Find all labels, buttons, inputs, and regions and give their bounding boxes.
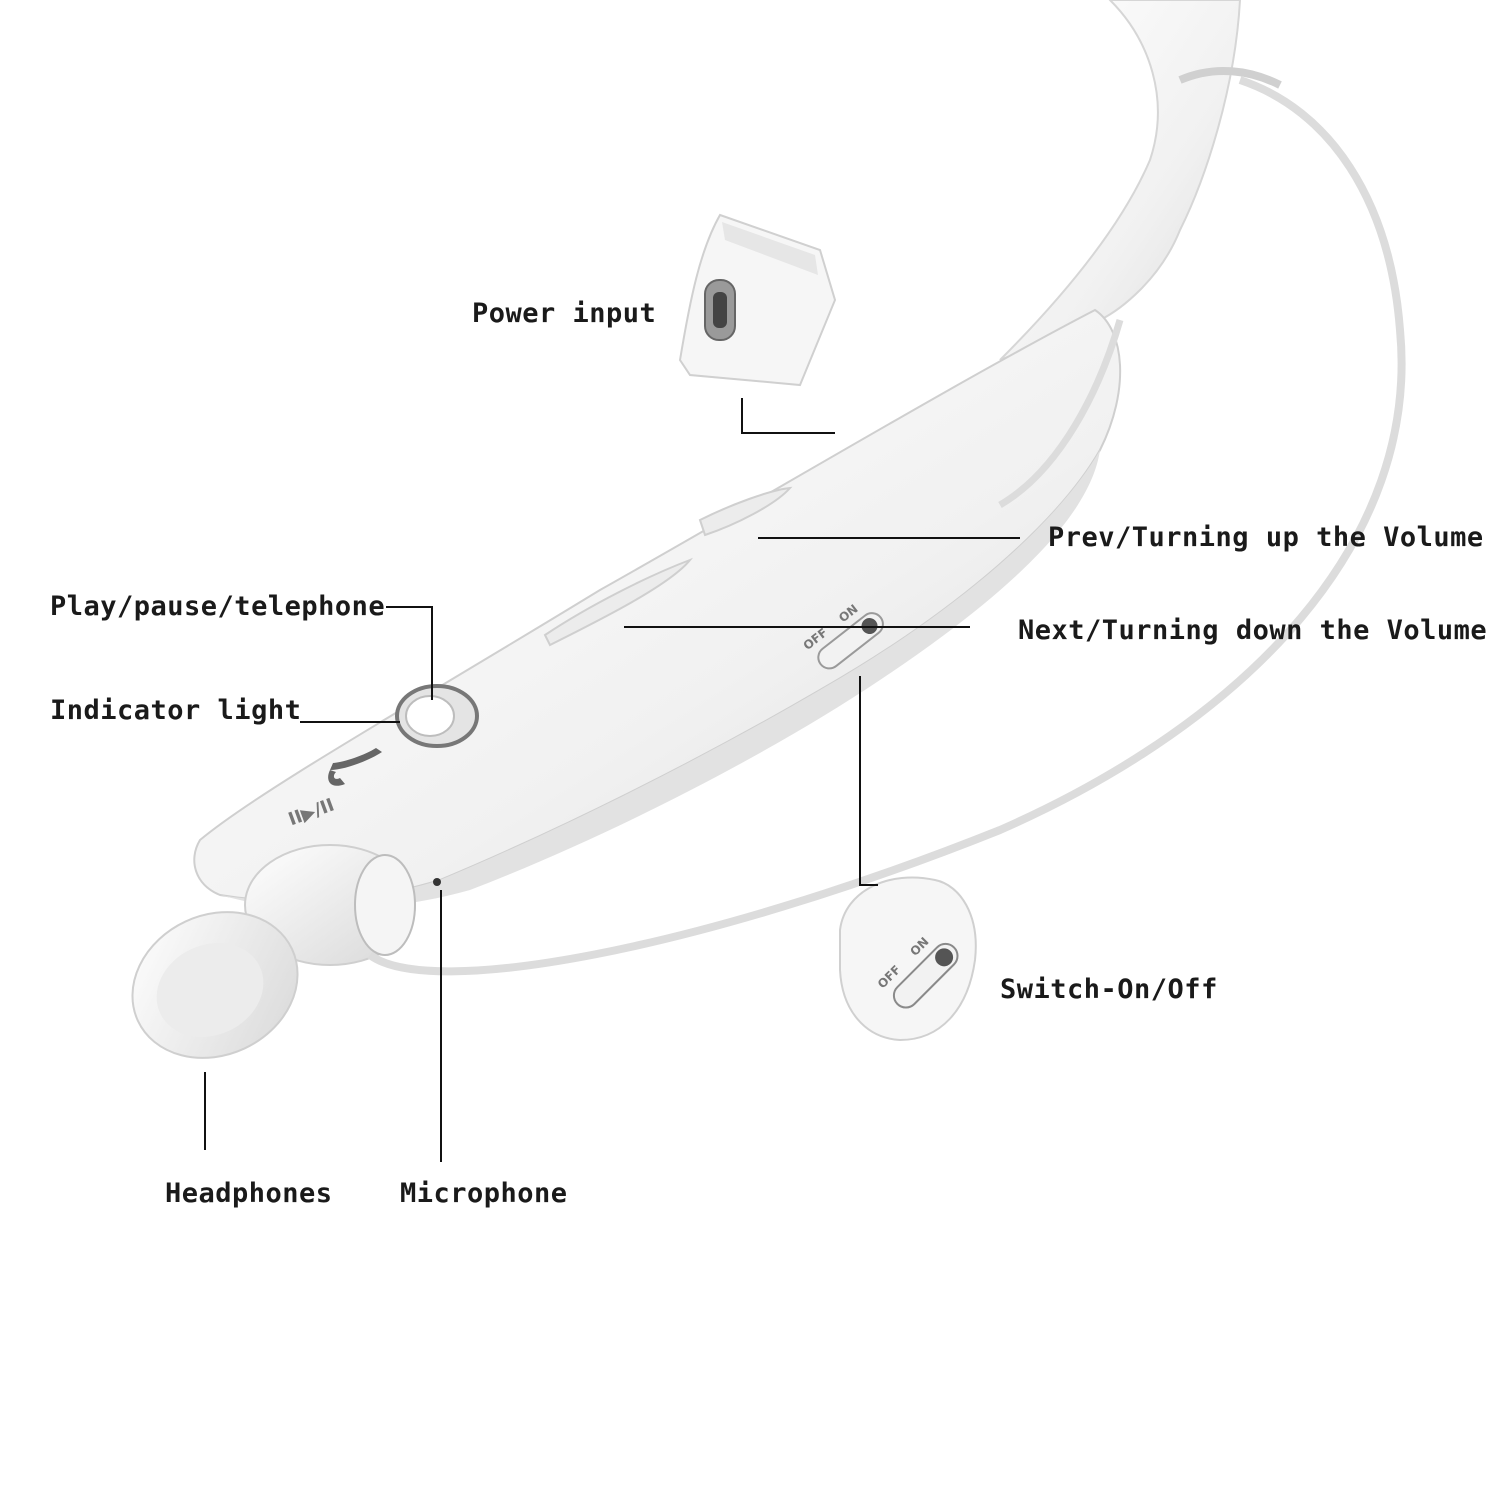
power-input-label: Power input [472, 298, 656, 329]
on-off-switch-icon: OFF ON [840, 877, 976, 1040]
microphone-label: Microphone [400, 1178, 568, 1209]
earbud [108, 845, 415, 1084]
leader-power-input [742, 398, 835, 433]
microphone-hole [433, 878, 441, 886]
headphones-label: Headphones [165, 1178, 333, 1209]
prev-volume-up-label: Prev/Turning up the Volume [1048, 522, 1484, 553]
play-pause-telephone-label: Play/pause/telephone [50, 591, 385, 622]
indicator-light-label: Indicator light [50, 695, 301, 726]
neckband-arm [1000, 0, 1240, 360]
indicator-ring-icon[interactable] [397, 686, 477, 746]
next-volume-down-label: Next/Turning down the Volume [1018, 615, 1487, 646]
leader-switch [860, 676, 878, 885]
power-port-icon [680, 215, 835, 385]
switch-on-off-label: Switch-On/Off [1000, 974, 1218, 1005]
